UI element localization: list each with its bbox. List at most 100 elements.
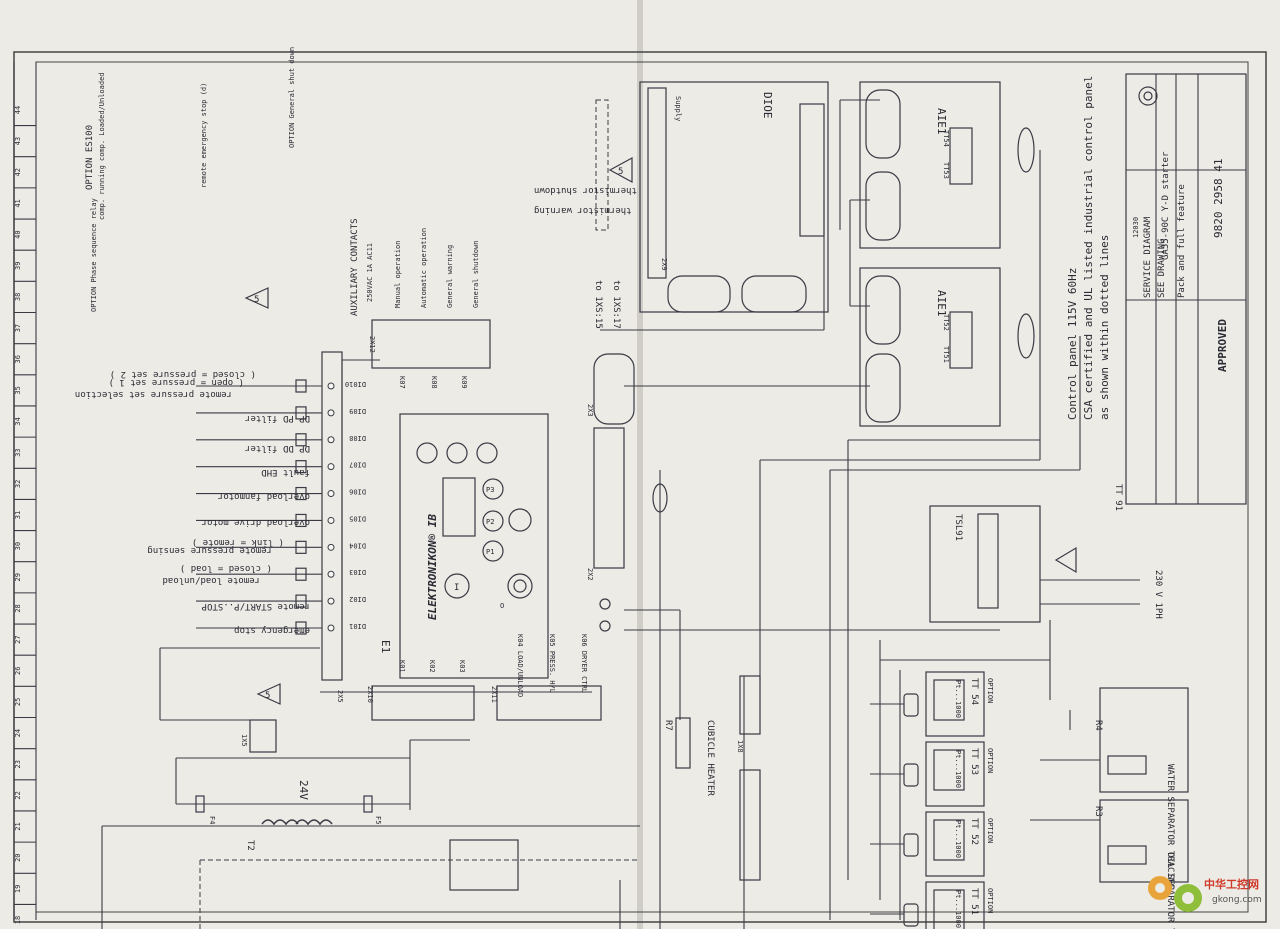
- svg-text:5: 5: [265, 691, 270, 701]
- column-number: 43: [14, 137, 22, 145]
- relay-k02: K02: [428, 660, 436, 673]
- aux-item-4: General shutdown: [472, 241, 480, 308]
- relay-k09: K09: [460, 376, 468, 389]
- signal-label: overload drive motor: [201, 517, 310, 527]
- option-phase-relay: OPTION Phase sequence relay: [90, 198, 98, 312]
- signal-label: remote pressure set selection: [75, 389, 232, 399]
- di-label: DI010: [345, 380, 366, 388]
- title-number: 9820 2958 41: [1212, 159, 1225, 238]
- sensor-id: TT 52: [969, 818, 979, 845]
- dioe-title: DIOE: [761, 92, 774, 119]
- relay-k04: K04 LOAD/UNLOAD: [516, 634, 524, 697]
- di-label: DI07: [349, 461, 366, 469]
- column-number: 24: [14, 729, 22, 737]
- button-i: I: [454, 583, 459, 593]
- column-number: 20: [14, 853, 22, 861]
- column-number: 23: [14, 760, 22, 768]
- title-type: GA55-90C Y-D starter: [1161, 151, 1171, 260]
- tt91-label: TT 91: [1113, 484, 1123, 511]
- controller-brand: ELEKTRONIKON® IB: [426, 514, 439, 620]
- aie2-ch2: TT51: [942, 346, 950, 363]
- signal-label: DP PD filter: [244, 413, 310, 423]
- signal-label: DP DD filter: [244, 443, 310, 453]
- column-number: 44: [14, 106, 22, 114]
- cubicle-heater-label: CUBICLE HEATER: [705, 720, 715, 796]
- aie2-ch1: TT52: [942, 314, 950, 331]
- dioe-module: DIOE Supply thermistor warning thermisto…: [534, 81, 829, 329]
- option-general-shutdown: OPTION General shut down: [288, 47, 296, 148]
- title-feature: Pack and full feature: [1177, 184, 1187, 298]
- aie1-title: AIE1: [935, 108, 948, 135]
- column-number: 37: [14, 324, 22, 332]
- aux-title: AUXILIARY CONTACTS: [350, 218, 360, 316]
- signal-label: fault EHD: [261, 467, 310, 477]
- connector-1x5: 1X5: [240, 734, 248, 747]
- column-number: 42: [14, 168, 22, 176]
- connector-2x3: 2X3: [586, 404, 594, 417]
- sensor-note: OPTION: [986, 678, 994, 703]
- column-number: 35: [14, 386, 22, 394]
- connector-2x2: 2X2: [586, 568, 594, 581]
- option-remote-estop: remote emergency stop (d): [200, 83, 208, 188]
- note-line-3: as shown within dotted lines: [1098, 235, 1111, 420]
- di-label: DI03: [349, 568, 366, 576]
- column-number: 21: [14, 822, 22, 830]
- sensor-id: TT 54: [969, 678, 979, 705]
- relay-k03: K03: [458, 660, 466, 673]
- sensor-range: Pt...1000: [954, 820, 962, 858]
- sensor-note: OPTION: [986, 818, 994, 843]
- button-p3: P3: [486, 486, 494, 494]
- sensor-note: OPTION: [986, 888, 994, 913]
- signal-label: emergency stop: [234, 625, 310, 635]
- left-signal-labels: remote pressure set selection( open = pr…: [75, 369, 310, 635]
- connector-1x8: 1X8: [736, 740, 744, 753]
- supply-block: TSL91 TT 91 230 V 1PH: [929, 484, 1163, 623]
- aie1-ch2: TT53: [942, 162, 950, 179]
- option-es100-sub: comp. running comp. Loaded/Unloaded: [98, 72, 106, 220]
- note-line-1: Control panel 115V 60Hz: [1066, 268, 1079, 420]
- watermark-url: gkong.com: [1212, 895, 1262, 905]
- transformer-section: T2 24V F5 F4 1X5 5: [175, 683, 410, 851]
- connector-2x5: 2X5: [336, 690, 344, 703]
- watermark: 中华工控网 gkong.com: [1148, 876, 1262, 912]
- connector-2x11: 2X11: [490, 686, 498, 703]
- column-number: 29: [14, 573, 22, 581]
- svg-text:5: 5: [618, 167, 623, 177]
- column-number: 26: [14, 667, 22, 675]
- aux-rating: 250VAC 1A AC11: [366, 243, 374, 302]
- fuse2-label: F4: [208, 816, 216, 824]
- column-number: 36: [14, 355, 22, 363]
- connector-2x9: 2X9: [660, 258, 668, 271]
- note-line-2: CSA certified and UL listed industrial c…: [1082, 76, 1095, 420]
- relay-k06: K06 DRYER CTRL: [580, 634, 588, 693]
- signal-label: ( link = remote ): [192, 537, 284, 547]
- column-number-strip: 1819202122232425262728293031323334353637…: [13, 62, 37, 924]
- aie2-title: AIE1: [935, 290, 948, 317]
- dioe-shutdown: thermistor shutdown: [534, 185, 637, 195]
- voltage-label: 230 V 1PH: [1153, 570, 1163, 619]
- column-number: 22: [14, 791, 22, 799]
- column-number: 18: [14, 916, 22, 924]
- title-scale: 12030: [1132, 217, 1140, 238]
- column-number: 25: [14, 698, 22, 706]
- dioe-warning: thermistor warning: [534, 205, 632, 215]
- sensor-id: TT 51: [969, 888, 979, 915]
- options-top: OPTION ES100 comp. running comp. Loaded/…: [85, 47, 296, 312]
- connector-2x12: 2X12: [368, 336, 376, 353]
- title-approved: APPROVED: [1216, 319, 1229, 372]
- relay-strips-bottom: 2X10 2X11 K01 K02 K03 K04 LOAD/UNLOAD K0…: [366, 634, 602, 721]
- transformer-label: T2: [245, 840, 255, 851]
- watermark-name: 中华工控网: [1204, 877, 1259, 891]
- signal-label: remote pressure sensing: [147, 545, 272, 555]
- sensor-note: OPTION: [986, 748, 994, 773]
- signal-label: ( closed = pressure set 2 ): [110, 369, 256, 379]
- column-number: 30: [14, 542, 22, 550]
- di-label: DI05: [349, 514, 366, 522]
- aux-item-3: General warning: [446, 245, 454, 308]
- di-label: DI02: [349, 595, 366, 603]
- connector-2x10: 2X10: [366, 686, 374, 703]
- aux-item-1: Manual operation: [394, 241, 402, 308]
- r3-label: R3: [1093, 806, 1103, 817]
